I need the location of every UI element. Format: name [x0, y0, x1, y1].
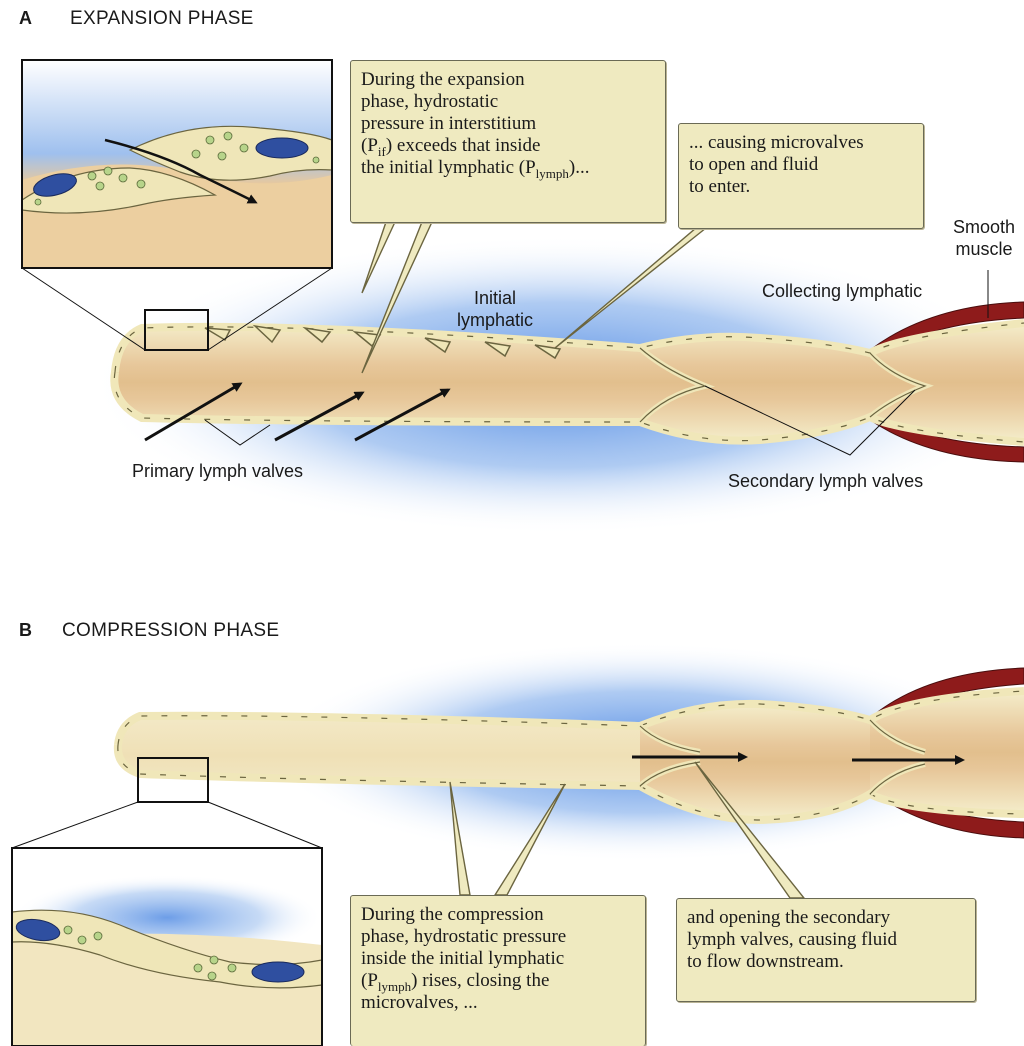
label-line: Initial — [473, 288, 517, 308]
callout-line: (Pif) exceeds that inside — [361, 135, 655, 159]
label-secondary-valves: Secondary lymph valves — [728, 471, 924, 491]
vessel-wall-bottom-b — [113, 744, 1024, 825]
callout-line: to enter. — [689, 176, 751, 197]
callout-line: pressure in interstitium — [361, 113, 537, 134]
callout-line: During the expansion — [361, 69, 525, 90]
callout-line: phase, hydrostatic — [361, 91, 499, 112]
downstream-arrows — [632, 752, 965, 765]
subscript: if — [377, 143, 386, 159]
panel-b-letter: B — [19, 620, 32, 640]
panel-a-artwork — [21, 59, 1024, 535]
text-run: ) rises, closing the — [411, 970, 550, 991]
panel-a-title: EXPANSION PHASE — [70, 8, 254, 29]
label-line: Smooth — [952, 217, 1016, 237]
text-run: the initial lymphatic (P — [361, 157, 536, 178]
text-run: ) exceeds that inside — [385, 135, 541, 156]
callout-expansion-cause: During the expansion phase, hydrostatic … — [350, 60, 666, 223]
microvalve-flaps — [204, 324, 562, 360]
callout-pointers-b — [449, 761, 806, 899]
subscript: lymph — [377, 978, 412, 994]
callout-secondary-open: and opening the secondary lymph valves, … — [676, 898, 976, 1002]
zoom-box-a — [144, 309, 209, 351]
callout-compression-cause: During the compression phase, hydrostati… — [350, 895, 646, 1046]
callout-line: and opening the secondary — [687, 907, 891, 928]
callout-pointers-a — [361, 221, 709, 374]
subscript: lymph — [535, 165, 569, 181]
label-primary-valves: Primary lymph valves — [132, 461, 304, 481]
callout-line: to open and fluid — [689, 154, 819, 175]
label-smooth-muscle: Smooth muscle — [944, 216, 1024, 260]
panel-b-artwork — [11, 642, 1024, 1046]
callout-line: lymph valves, causing fluid — [687, 929, 898, 950]
callout-line: to flow downstream. — [687, 951, 844, 972]
text-run: )... — [568, 157, 590, 178]
label-line: lymphatic — [456, 310, 534, 330]
panel-b-title: COMPRESSION PHASE — [62, 620, 280, 641]
callout-line: phase, hydrostatic pressure — [361, 926, 567, 947]
vessel-lumen — [114, 325, 1024, 440]
label-line: muscle — [955, 239, 1013, 259]
callout-line: During the compression — [361, 904, 544, 925]
inset-a — [21, 59, 333, 269]
callout-line: the initial lymphatic (Plymph)... — [361, 157, 655, 181]
callout-microvalves-open: ... causing microvalves to open and flui… — [678, 123, 924, 229]
label-initial-lymphatic: Initial lymphatic — [440, 287, 550, 331]
callout-line: ... causing microvalves — [689, 132, 864, 153]
inflow-arrows — [144, 382, 451, 442]
callout-line: (Plymph) rises, closing the — [361, 970, 635, 994]
text-run: (P — [361, 135, 378, 156]
callout-line: inside the initial lymphatic — [361, 948, 565, 969]
callout-line: microvalves, ... — [361, 992, 478, 1013]
panel-a-letter: A — [19, 8, 32, 28]
label-collecting-lymphatic: Collecting lymphatic — [762, 281, 923, 301]
text-run: (P — [361, 970, 378, 991]
inset-b — [11, 847, 323, 1046]
zoom-box-b — [137, 757, 209, 803]
